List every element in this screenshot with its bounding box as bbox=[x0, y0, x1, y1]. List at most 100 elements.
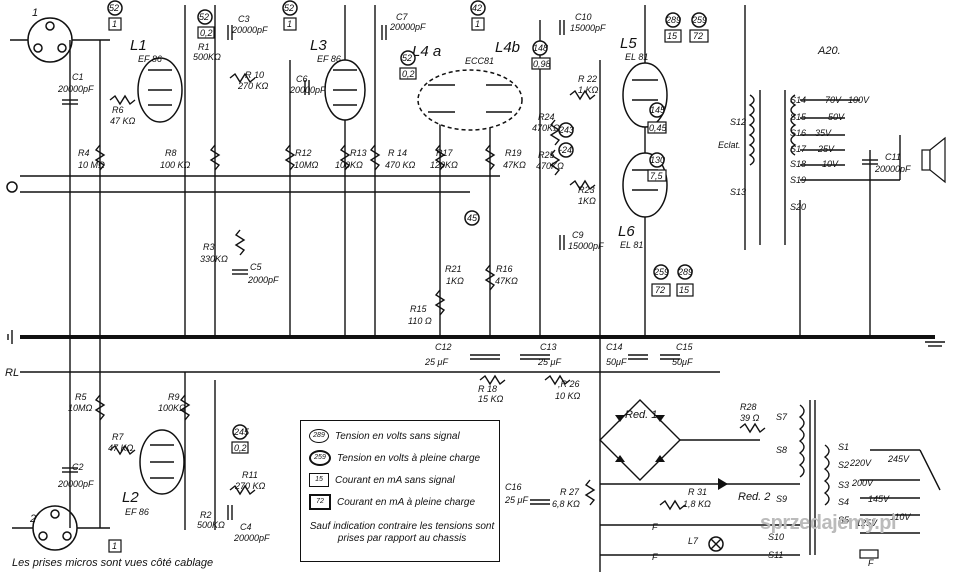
tube-l4a-label: L4 a bbox=[412, 43, 441, 60]
svg-text:1: 1 bbox=[287, 19, 292, 29]
tube-l5 bbox=[622, 62, 668, 128]
r15-value: 110 Ω bbox=[408, 316, 432, 326]
r23-value: 1KΩ bbox=[578, 196, 596, 206]
mic-input-2 bbox=[12, 505, 110, 551]
red2-label: Red. 2 bbox=[738, 491, 770, 503]
svg-text:42: 42 bbox=[472, 3, 482, 13]
svg-text:0,98: 0,98 bbox=[533, 59, 551, 69]
voltage-markers: 52 52 52 52 42 145 130 148 245 289 259 2… bbox=[107, 0, 707, 440]
r13-value: 100KΩ bbox=[335, 160, 363, 170]
r7-value: 47 KΩ bbox=[108, 443, 134, 453]
output-transformer-labels: S14 S15 S16 S17 S18 S19 S20 S12 S13 70V … bbox=[718, 95, 870, 212]
c16-value: 25 μF bbox=[504, 495, 528, 505]
tap-245v: 245V bbox=[887, 454, 910, 464]
r25-name: R25 bbox=[538, 150, 556, 160]
legend-symbol: 289 bbox=[309, 429, 329, 443]
r14-value: 470 KΩ bbox=[385, 160, 416, 170]
legend-item: 72 Courant en mA à pleine charge bbox=[309, 494, 476, 510]
s4-label: S4 bbox=[838, 497, 849, 507]
s15-label: S15 bbox=[790, 112, 807, 122]
speaker-icon bbox=[921, 136, 946, 184]
full-load-voltage-markers: 0,2 0,2 0,2 0,98 0,45 7,5 -24 bbox=[197, 26, 668, 454]
tap-50v: 50V bbox=[828, 112, 845, 122]
svg-text:52: 52 bbox=[199, 12, 209, 22]
svg-text:7,5: 7,5 bbox=[650, 171, 664, 181]
s10-label: S10 bbox=[768, 532, 784, 542]
tube-l1-label: L1 bbox=[130, 37, 147, 54]
footnote: Les prises micros sont vues côté cablage bbox=[12, 557, 214, 569]
ground-symbol bbox=[7, 330, 13, 344]
c1-value: 20000pF bbox=[57, 84, 94, 94]
tube-l6-type: EL 81 bbox=[620, 240, 643, 250]
c13-name: C13 bbox=[540, 342, 557, 352]
legend-symbol: 15 bbox=[309, 473, 329, 487]
tube-l1 bbox=[137, 57, 183, 123]
svg-text:243: 243 bbox=[558, 125, 574, 135]
r6-value: 47 KΩ bbox=[110, 116, 136, 126]
c5-name: C5 bbox=[250, 262, 262, 272]
tube-l2 bbox=[139, 429, 185, 495]
r19-value: 47KΩ bbox=[503, 160, 526, 170]
r3-value: 330KΩ bbox=[200, 254, 228, 264]
lamp-l7-label: L7 bbox=[688, 536, 699, 546]
legend-text: Tension en volts à pleine charge bbox=[337, 452, 481, 464]
svg-text:-24: -24 bbox=[559, 145, 572, 155]
r24-value: 470KΩ bbox=[532, 123, 560, 133]
s14-label: S14 bbox=[790, 95, 806, 105]
current-markers: 1 1 1 1 15 15 72 72 bbox=[108, 17, 709, 553]
bridge-rectifier bbox=[599, 399, 760, 481]
tube-l4b-type: ECC81 bbox=[465, 56, 494, 66]
c14-name: C14 bbox=[606, 342, 623, 352]
r21-value: 1KΩ bbox=[446, 276, 464, 286]
legend-symbol: 72 bbox=[309, 494, 331, 510]
r13-name: R13 bbox=[350, 148, 367, 158]
svg-text:52: 52 bbox=[284, 3, 294, 13]
legend-text: Courant en mA à pleine charge bbox=[337, 496, 476, 508]
s20-label: S20 bbox=[790, 202, 806, 212]
tap-110v: 110V bbox=[890, 512, 911, 522]
r2-name: R2 bbox=[200, 510, 212, 520]
r26-name: ,R 26 bbox=[558, 379, 580, 389]
legend-item: 15 Courant en mA sans signal bbox=[309, 473, 455, 487]
r24-name: R24 bbox=[538, 112, 555, 122]
rl-label: RL bbox=[5, 367, 19, 379]
watermark: sprzedajemy.pl bbox=[760, 512, 897, 534]
r11-value: 270 KΩ bbox=[234, 481, 266, 491]
s17-label: S17 bbox=[790, 144, 807, 154]
legend-item: 259 Tension en volts à pleine charge bbox=[309, 450, 481, 466]
output-jack bbox=[6, 181, 18, 193]
c3-value: 20000pF bbox=[231, 25, 268, 35]
s11-label: S11 bbox=[768, 550, 783, 560]
tube-l3-label: L3 bbox=[310, 37, 327, 54]
svg-text:1: 1 bbox=[475, 19, 480, 29]
r5-value: 10MΩ bbox=[68, 403, 93, 413]
r1-value: 500KΩ bbox=[193, 52, 221, 62]
s18-label: S18 bbox=[790, 159, 806, 169]
c2-value: 20000pF bbox=[57, 479, 94, 489]
fuse-label: F bbox=[868, 558, 874, 568]
r31-name: R 31 bbox=[688, 487, 707, 497]
svg-text:1: 1 bbox=[112, 541, 117, 551]
r26-value: 10 KΩ bbox=[555, 391, 581, 401]
tap-25v: 25V bbox=[817, 144, 835, 154]
output-transformer bbox=[748, 90, 901, 245]
r11-name: R11 bbox=[242, 470, 258, 480]
r15-name: R15 bbox=[410, 304, 428, 314]
r5-name: R5 bbox=[75, 392, 87, 402]
r8-name: R8 bbox=[165, 148, 177, 158]
legend-box: 289 Tension en volts sans signal 259 Ten… bbox=[300, 420, 500, 562]
r18-name: R 18 bbox=[478, 384, 497, 394]
input-1-label: 1 bbox=[32, 7, 38, 19]
r2-value: 500KΩ bbox=[197, 520, 225, 530]
svg-text:0,2: 0,2 bbox=[200, 28, 213, 38]
lamp-l7 bbox=[708, 536, 724, 552]
diagram-ref: A20. bbox=[817, 45, 841, 57]
c6-value: 20000pF bbox=[289, 85, 326, 95]
r17-name: R17 bbox=[436, 148, 454, 158]
r22-value: 1 KΩ bbox=[578, 85, 599, 95]
r16-value: 47KΩ bbox=[495, 276, 518, 286]
r14-name: R 14 bbox=[388, 148, 407, 158]
s8-label: S8 bbox=[776, 445, 787, 455]
